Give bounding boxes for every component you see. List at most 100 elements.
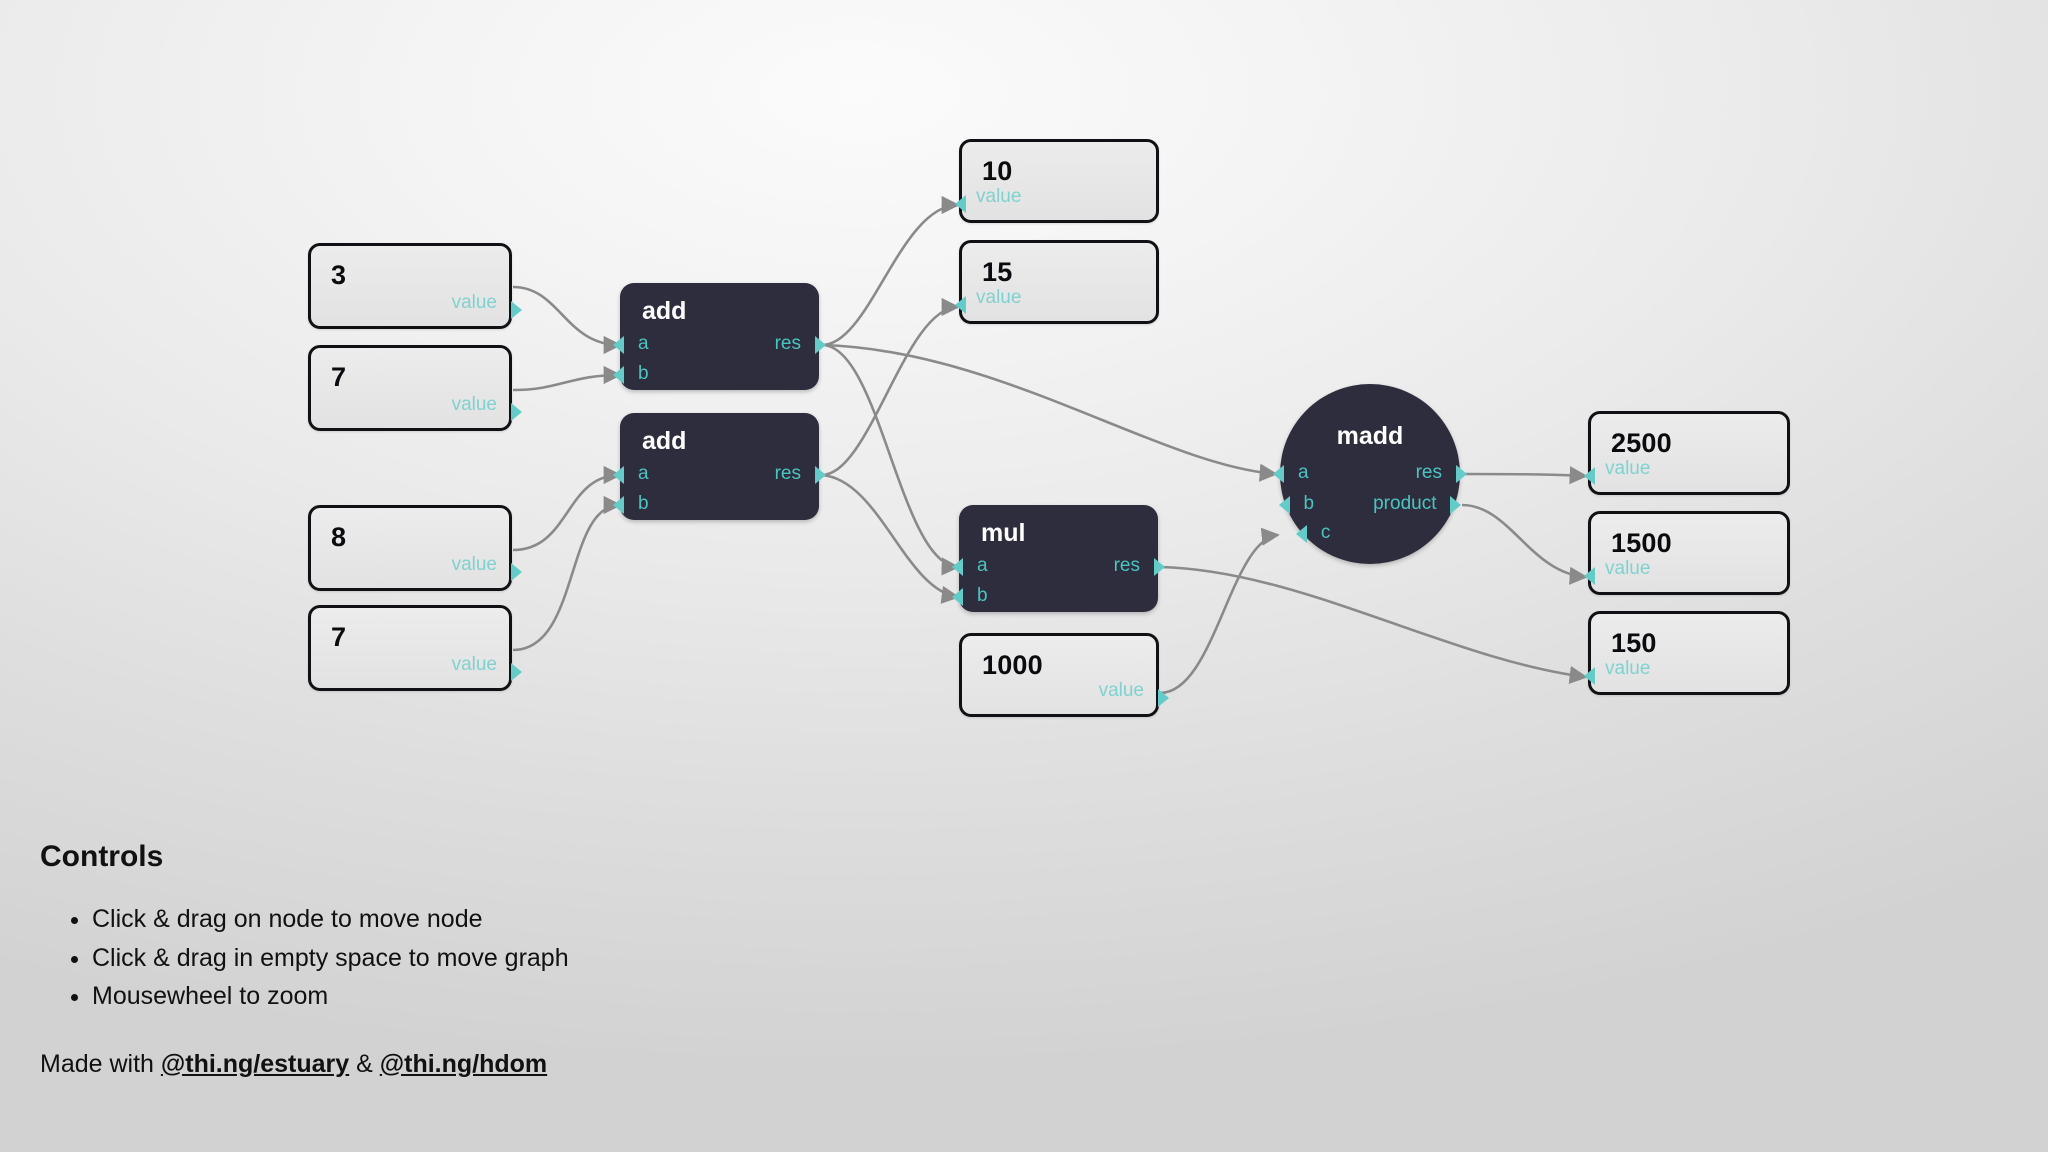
- input-port-label: b: [977, 585, 988, 606]
- graph-edge: [512, 365, 622, 392]
- input-port[interactable]: [955, 296, 966, 314]
- operator-node-title: add: [642, 297, 687, 325]
- value-node-port-label: value: [451, 554, 497, 575]
- value-node[interactable]: 3 value: [308, 243, 522, 329]
- value-node-value: 7: [331, 362, 347, 392]
- input-port[interactable]: [613, 466, 624, 484]
- graph-edge: [821, 343, 960, 576]
- output-port-label: res: [1113, 555, 1140, 576]
- input-port[interactable]: [1278, 496, 1290, 514]
- credit-line: Made with @thi.ng/estuary & @thi.ng/hdom: [40, 1050, 940, 1079]
- input-port-label: b: [638, 363, 649, 384]
- input-port-label: a: [638, 333, 649, 354]
- input-port-label: a: [638, 463, 649, 484]
- output-port-label: res: [774, 463, 801, 484]
- output-port[interactable]: [815, 336, 826, 354]
- input-port[interactable]: [1273, 465, 1284, 483]
- credit-prefix: Made with: [40, 1049, 161, 1078]
- value-node[interactable]: 8 value: [308, 505, 522, 591]
- graph-edge: [512, 285, 622, 355]
- controls-list: Click & drag on node to move nodeClick &…: [40, 900, 940, 1016]
- value-node[interactable]: 7 value: [308, 345, 522, 431]
- output-port[interactable]: [511, 403, 522, 421]
- output-port[interactable]: [1154, 558, 1165, 576]
- value-node-value: 8: [331, 522, 347, 552]
- input-port[interactable]: [955, 195, 966, 213]
- controls-list-item: Click & drag on node to move node: [92, 900, 940, 939]
- input-port[interactable]: [1584, 567, 1595, 585]
- input-port-label: a: [1298, 462, 1309, 483]
- graph-edge: [821, 297, 960, 477]
- input-port[interactable]: [952, 588, 963, 606]
- value-node-port-label: value: [976, 287, 1022, 308]
- output-port-label: product: [1373, 493, 1437, 514]
- link-estuary[interactable]: @thi.ng/estuary: [160, 1049, 350, 1078]
- operator-node-title: add: [642, 427, 687, 455]
- value-node-value: 3: [331, 260, 347, 290]
- value-node-port-label: value: [451, 292, 497, 313]
- input-port[interactable]: [1584, 667, 1595, 685]
- output-port[interactable]: [511, 563, 522, 581]
- value-node-port-label: value: [451, 654, 497, 675]
- input-port[interactable]: [613, 366, 624, 384]
- output-port[interactable]: [1158, 689, 1169, 707]
- operator-node-title: madd: [1336, 422, 1404, 450]
- graph-edge: [1461, 466, 1588, 485]
- value-node-port-label: value: [1605, 558, 1651, 579]
- value-node-port-label: value: [1098, 680, 1144, 701]
- input-port-label: c: [1320, 522, 1331, 543]
- value-node[interactable]: 1000 value: [959, 633, 1169, 717]
- output-port[interactable]: [815, 466, 826, 484]
- value-node-value: 15: [982, 257, 1013, 287]
- value-node-value: 1000: [982, 650, 1043, 680]
- value-node-value: 7: [331, 622, 347, 652]
- value-node-value: 2500: [1611, 428, 1672, 458]
- input-port[interactable]: [613, 496, 624, 514]
- output-port-label: res: [1415, 462, 1442, 483]
- value-node-value: 1500: [1611, 528, 1672, 558]
- graph-edge: [1461, 503, 1588, 585]
- value-node-port-label: value: [1605, 458, 1651, 479]
- controls-list-item: Click & drag in empty space to move grap…: [92, 939, 940, 978]
- value-node-port-label: value: [451, 394, 497, 415]
- graph-edge: [512, 465, 622, 552]
- graph-edge: [821, 195, 960, 347]
- credit-separator: &: [349, 1049, 380, 1078]
- value-node-value: 150: [1611, 628, 1657, 658]
- controls-heading: Controls: [40, 840, 164, 873]
- output-port[interactable]: [1456, 465, 1467, 483]
- output-port[interactable]: [511, 301, 522, 319]
- graph-edge: [821, 343, 1278, 482]
- graph-edge: [1159, 565, 1588, 684]
- input-port[interactable]: [952, 558, 963, 576]
- input-port-label: a: [977, 555, 988, 576]
- link-hdom[interactable]: @thi.ng/hdom: [379, 1049, 548, 1078]
- controls-list-item: Mousewheel to zoom: [92, 977, 940, 1016]
- output-port-label: res: [774, 333, 801, 354]
- value-node[interactable]: 7 value: [308, 605, 522, 691]
- controls-panel: Controls Click & drag on node to move no…: [40, 840, 940, 1079]
- input-port[interactable]: [1295, 525, 1307, 543]
- input-port-label: b: [1303, 493, 1315, 514]
- value-node-port-label: value: [976, 186, 1022, 207]
- graph-edge: [1159, 527, 1280, 695]
- operator-node-title: mul: [981, 519, 1026, 547]
- graph-edge: [512, 495, 622, 652]
- graph-edge: [821, 473, 960, 604]
- input-port[interactable]: [613, 336, 624, 354]
- output-port[interactable]: [1450, 496, 1462, 514]
- output-port[interactable]: [511, 663, 522, 681]
- input-port[interactable]: [1584, 467, 1595, 485]
- value-node-value: 10: [982, 156, 1013, 186]
- input-port-label: b: [638, 493, 649, 514]
